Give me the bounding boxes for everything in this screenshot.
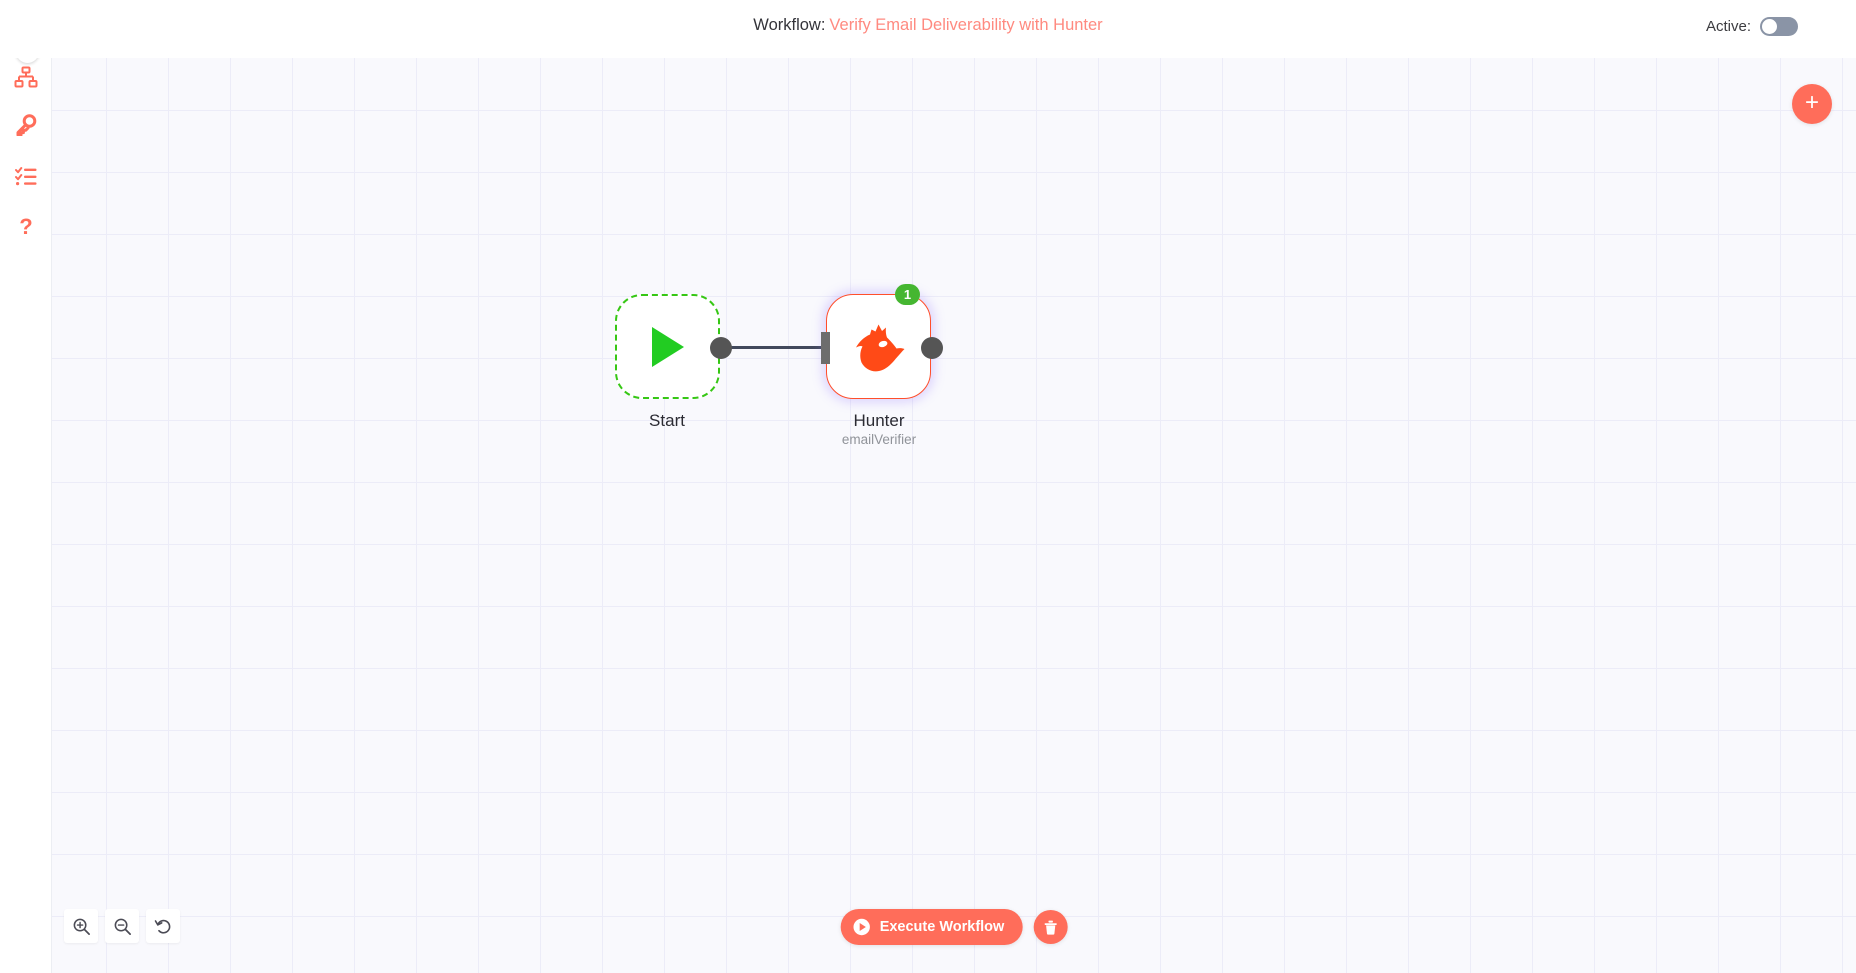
sidebar-item-workflows[interactable]	[0, 56, 52, 100]
active-toggle[interactable]	[1760, 17, 1798, 36]
zoom-in-button[interactable]	[64, 909, 98, 943]
svg-text:?: ?	[19, 215, 32, 239]
add-node-button[interactable]: +	[1792, 84, 1832, 124]
workflow-canvas[interactable]: + Start 1 Hunter emailVerifier	[52, 58, 1856, 973]
node-hunter-label: Hunter emailVerifier	[841, 411, 917, 448]
undo-arrow-icon	[154, 919, 170, 934]
trash-icon	[1044, 920, 1057, 935]
sidebar-item-credentials[interactable]	[0, 103, 52, 147]
node-start-label: Start	[649, 411, 685, 430]
reset-zoom-button[interactable]	[146, 909, 180, 943]
workflow-actions: Execute Workflow	[840, 909, 1068, 945]
hunter-fox-logo	[855, 324, 904, 371]
node-hunter[interactable]	[826, 294, 931, 399]
node-hunter-run-badge: 1	[895, 284, 920, 305]
execute-workflow-button[interactable]: Execute Workflow	[840, 909, 1023, 945]
zoom-controls	[64, 909, 180, 943]
hunter-output-endpoint[interactable]	[921, 337, 943, 359]
execute-workflow-label: Execute Workflow	[879, 919, 1005, 935]
toggle-knob	[1762, 19, 1777, 34]
hunter-input-endpoint[interactable]	[821, 332, 830, 364]
top-header: Workflow:Verify Email Deliverability wit…	[0, 0, 1856, 58]
checklist-icon	[15, 167, 37, 186]
active-label: Active:	[1705, 18, 1751, 35]
magnifier-minus-icon	[114, 918, 131, 935]
sidebar-item-help[interactable]: ?	[0, 205, 52, 249]
plus-icon: +	[1804, 89, 1819, 116]
question-mark-icon: ?	[19, 215, 32, 239]
connection-start-to-hunter[interactable]	[731, 346, 826, 349]
sidebar-item-executions[interactable]	[0, 154, 52, 198]
active-toggle-group: Active:	[1706, 17, 1798, 36]
sitemap-icon	[14, 66, 38, 88]
workflow-label: Workflow:	[753, 16, 826, 34]
delete-workflow-button[interactable]	[1033, 910, 1068, 944]
page-title: Workflow:Verify Email Deliverability wit…	[0, 16, 1856, 35]
workflow-name[interactable]: Verify Email Deliverability with Hunter	[829, 16, 1103, 34]
node-start[interactable]	[615, 294, 720, 399]
play-triangle-icon	[651, 326, 684, 367]
start-output-endpoint[interactable]	[710, 337, 732, 359]
magnifier-plus-icon	[73, 918, 90, 935]
key-icon	[16, 114, 37, 136]
zoom-out-button[interactable]	[105, 909, 139, 943]
play-circle-icon	[853, 918, 870, 936]
left-sidebar: ?	[0, 0, 52, 973]
